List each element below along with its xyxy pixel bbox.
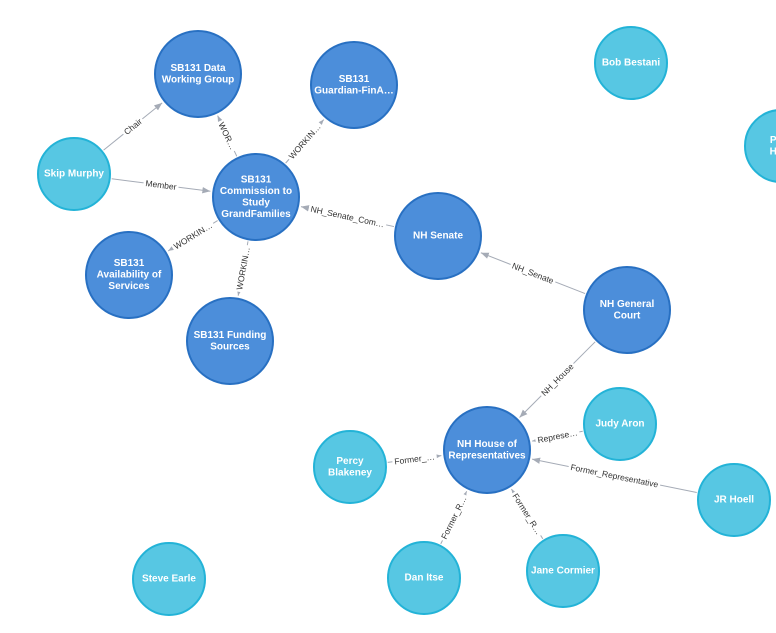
relationship-label-background xyxy=(169,218,217,254)
node-circle[interactable] xyxy=(526,534,600,608)
relationship-label-background xyxy=(214,118,240,154)
node-circle[interactable] xyxy=(583,387,657,461)
node-circle[interactable] xyxy=(583,266,671,354)
relationship-workin-3[interactable]: WORKIN… xyxy=(284,119,325,164)
relationship-label: WOR… xyxy=(216,121,238,152)
node-circle[interactable] xyxy=(744,109,776,183)
node-circle[interactable] xyxy=(85,231,173,319)
node-jr[interactable]: JR Hoell xyxy=(697,463,771,537)
relationship-member-1[interactable]: Member xyxy=(111,176,211,194)
relationship-label-group: NH_House xyxy=(536,359,578,401)
relationship-label-group: NH_Senate xyxy=(508,258,558,288)
relationship-nh-senate-com-6[interactable]: NH_Senate_Com… xyxy=(300,202,395,231)
relationship-label: WORKIN… xyxy=(172,220,214,251)
relationship-label-group: WORKIN… xyxy=(169,218,217,254)
relationship-label-group: Former_R… xyxy=(437,492,471,544)
relationship-label-group: Chair xyxy=(119,114,147,139)
node-bob[interactable]: Bob Bestani xyxy=(594,26,668,100)
node-pa[interactable]: Pa…Hy… xyxy=(744,109,776,183)
node-circle[interactable] xyxy=(594,26,668,100)
relationship-workin-5[interactable]: WORKIN… xyxy=(232,241,254,296)
relationship-wor-2[interactable]: WOR… xyxy=(214,115,240,157)
relationship-label-background xyxy=(307,202,388,231)
relationship-label-group: WORKIN… xyxy=(284,119,325,164)
relationship-label-background xyxy=(536,359,578,401)
relationship-label-group: WOR… xyxy=(214,118,240,154)
relationship-label-group: Member xyxy=(142,176,180,194)
node-circle[interactable] xyxy=(443,406,531,494)
relationship-label-background xyxy=(534,426,581,447)
relationship-former-r-13[interactable]: Former_R… xyxy=(508,488,546,540)
node-circle[interactable] xyxy=(310,41,398,129)
node-circle[interactable] xyxy=(132,542,206,616)
relationship-chair-0[interactable]: Chair xyxy=(103,102,163,151)
relationship-former-10[interactable]: Former_… xyxy=(387,450,442,468)
relationship-nh-house-8[interactable]: NH_House xyxy=(519,341,596,418)
relationship-label: Member xyxy=(145,178,177,192)
relationship-label-background xyxy=(508,489,546,539)
node-circle[interactable] xyxy=(313,430,387,504)
relationship-label: Former_R… xyxy=(510,491,543,536)
relationship-label-background xyxy=(508,258,558,288)
node-circle[interactable] xyxy=(212,153,300,241)
node-judy[interactable]: Judy Aron xyxy=(583,387,657,461)
node-circle[interactable] xyxy=(394,192,482,280)
relationship-label-background xyxy=(284,119,325,164)
relationship-label: Former_R… xyxy=(439,494,469,540)
relationship-label: WORKIN… xyxy=(234,246,252,291)
relationship-label-background xyxy=(119,114,147,139)
relationship-represe-9[interactable]: Represe… xyxy=(532,426,583,447)
relationship-former-representative-11[interactable]: Former_Representative xyxy=(531,457,697,493)
relationship-label-background xyxy=(142,176,180,194)
node-circle[interactable] xyxy=(154,30,242,118)
relationship-label: NH_House xyxy=(539,361,576,398)
relationship-label-background xyxy=(391,450,438,468)
node-circle[interactable] xyxy=(697,463,771,537)
relationship-label-background xyxy=(232,244,254,293)
relationship-label: Former_… xyxy=(394,452,436,467)
relationship-label-group: NH_Senate_Com… xyxy=(307,202,388,231)
relationship-label-group: Former_R… xyxy=(508,489,546,539)
relationship-label: Former_Representative xyxy=(570,462,660,490)
node-circle[interactable] xyxy=(37,137,111,211)
relationship-label-group: Former_… xyxy=(391,450,438,468)
relationship-former-r-12[interactable]: Former_R… xyxy=(437,491,471,545)
relationship-label-group: Former_Representative xyxy=(567,460,662,491)
relationship-label-background xyxy=(437,492,471,544)
relationship-workin-4[interactable]: WORKIN… xyxy=(167,218,218,254)
relationship-label-group: Represe… xyxy=(534,426,581,447)
relationship-label: Represe… xyxy=(537,427,579,445)
relationship-label-background xyxy=(567,460,662,491)
node-steve[interactable]: Steve Earle xyxy=(132,542,206,616)
node-skip[interactable]: Skip Murphy xyxy=(37,137,111,211)
node-dan[interactable]: Dan Itse xyxy=(387,541,461,615)
node-jane[interactable]: Jane Cormier xyxy=(526,534,600,608)
relationship-label-group: WORKIN… xyxy=(232,244,254,293)
node-nh-senate[interactable]: NH Senate xyxy=(394,192,482,280)
relationship-nh-senate-7[interactable]: NH_Senate xyxy=(480,252,586,295)
relationship-label: WORKIN… xyxy=(287,122,323,161)
node-circle[interactable] xyxy=(387,541,461,615)
node-circle[interactable] xyxy=(186,297,274,385)
